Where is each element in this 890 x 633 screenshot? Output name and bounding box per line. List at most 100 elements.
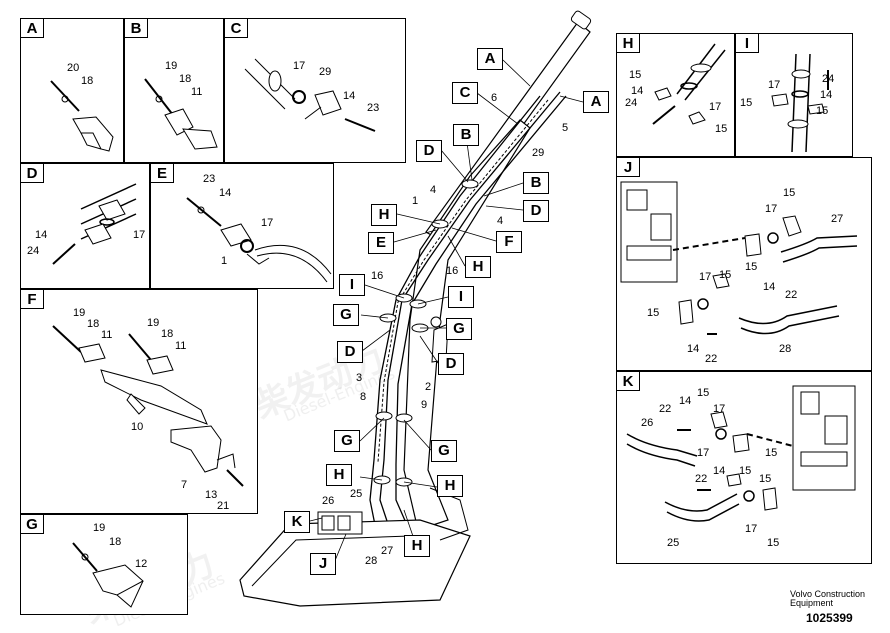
part-number: 25 (350, 488, 363, 500)
detail-panel-i: I 17 24 14 15 15 (735, 33, 853, 157)
part-number: 17 (697, 447, 710, 459)
callout-d: D (416, 140, 442, 162)
part-number: 15 (719, 269, 732, 281)
part-number: 19 (73, 307, 86, 319)
part-number: 8 (360, 391, 367, 403)
part-number: 22 (695, 473, 708, 485)
callout-g: G (446, 318, 472, 340)
clamp-illustration (244, 58, 376, 132)
callout-i: I (448, 286, 474, 308)
part-number: 26 (641, 417, 654, 429)
detail-panel-b: B 19 18 11 (124, 18, 224, 163)
panel-label: C (224, 18, 248, 38)
part-number: 25 (667, 537, 680, 549)
part-number: 29 (532, 147, 545, 159)
part-number: 18 (81, 75, 94, 87)
part-number: 15 (783, 187, 796, 199)
callout-d: D (337, 341, 363, 363)
part-number: 17 (745, 523, 758, 535)
part-number: 3 (356, 372, 363, 384)
part-number: 14 (219, 187, 232, 199)
clamp-illustration (652, 43, 726, 125)
part-number: 15 (697, 387, 710, 399)
part-number: 29 (319, 66, 332, 78)
part-number: 18 (179, 73, 192, 85)
part-number: 18 (87, 318, 100, 330)
part-number: 15 (765, 447, 778, 459)
part-number: 17 (713, 403, 726, 415)
part-number: 15 (759, 473, 772, 485)
panel-label: H (616, 33, 640, 53)
panel-label: D (20, 163, 44, 183)
panel-label: K (616, 371, 640, 391)
detail-panel-k: K 15 22 14 17 26 15 17 22 14 15 15 25 17… (616, 371, 872, 564)
part-number: 23 (367, 102, 380, 114)
panel-label: B (124, 18, 148, 38)
part-number: 4 (497, 215, 504, 227)
part-number: 15 (739, 465, 752, 477)
part-number: 18 (161, 328, 174, 340)
valve-hose-illustration (626, 385, 856, 522)
bracket-assembly-illustration (52, 325, 244, 487)
callout-a: A (583, 91, 609, 113)
detail-panel-d: D 14 24 17 (20, 163, 150, 289)
part-number: 14 (763, 281, 776, 293)
part-number: 16 (446, 265, 459, 277)
part-number: 7 (181, 479, 188, 491)
detail-panel-g: G 19 18 12 (20, 514, 188, 615)
drawing-number: 1025399 (806, 611, 853, 625)
part-number: 17 (765, 203, 778, 215)
detail-panel-e: E 23 14 17 1 (150, 163, 334, 289)
part-number: 23 (203, 173, 216, 185)
part-number: 14 (35, 229, 48, 241)
part-number: 4 (430, 184, 437, 196)
part-number: 19 (93, 522, 106, 534)
part-number: 14 (631, 85, 644, 97)
part-number: 14 (713, 465, 726, 477)
part-number: 22 (705, 353, 718, 365)
part-number: 11 (191, 86, 203, 98)
callout-g: G (431, 440, 457, 462)
part-number: 15 (740, 97, 753, 109)
callout-h: H (371, 204, 397, 226)
callout-h: H (404, 535, 430, 557)
part-number: 10 (131, 421, 144, 433)
part-number: 24 (625, 97, 638, 109)
part-number: 2 (425, 381, 432, 393)
panel-label: F (20, 289, 44, 309)
part-number: 19 (165, 60, 178, 72)
part-number: 6 (491, 92, 498, 104)
part-number: 15 (767, 537, 780, 549)
panel-label: J (616, 157, 640, 177)
part-number: 17 (133, 229, 146, 241)
callout-j: J (310, 553, 336, 575)
part-number: 21 (217, 500, 230, 512)
callout-d: D (523, 200, 549, 222)
callout-a: A (477, 48, 503, 70)
detail-panel-h: H 15 14 24 17 15 (616, 33, 735, 157)
bracket-illustration (72, 542, 144, 608)
callout-c: C (452, 82, 478, 104)
part-number: 26 (322, 495, 335, 507)
part-number: 18 (109, 536, 122, 548)
part-number: 19 (147, 317, 160, 329)
part-number: 20 (67, 62, 80, 74)
part-number: 17 (293, 60, 306, 72)
panel-label: I (735, 33, 759, 53)
part-number: 24 (27, 245, 40, 257)
callout-i: I (339, 274, 365, 296)
part-number: 27 (381, 545, 394, 557)
panel-label: A (20, 18, 44, 38)
callout-d: D (438, 353, 464, 375)
callout-f: F (496, 231, 522, 253)
part-number: 24 (822, 73, 835, 85)
part-number: 17 (709, 101, 722, 113)
part-number: 15 (715, 123, 728, 135)
detail-panel-j: J 15 17 27 17 15 15 14 22 15 14 22 28 (616, 157, 872, 371)
callout-b: B (523, 172, 549, 194)
part-number: 14 (687, 343, 700, 355)
bracket-illustration (50, 80, 114, 152)
part-number: 15 (816, 105, 829, 117)
part-number: 17 (699, 271, 712, 283)
part-number: 14 (343, 90, 356, 102)
